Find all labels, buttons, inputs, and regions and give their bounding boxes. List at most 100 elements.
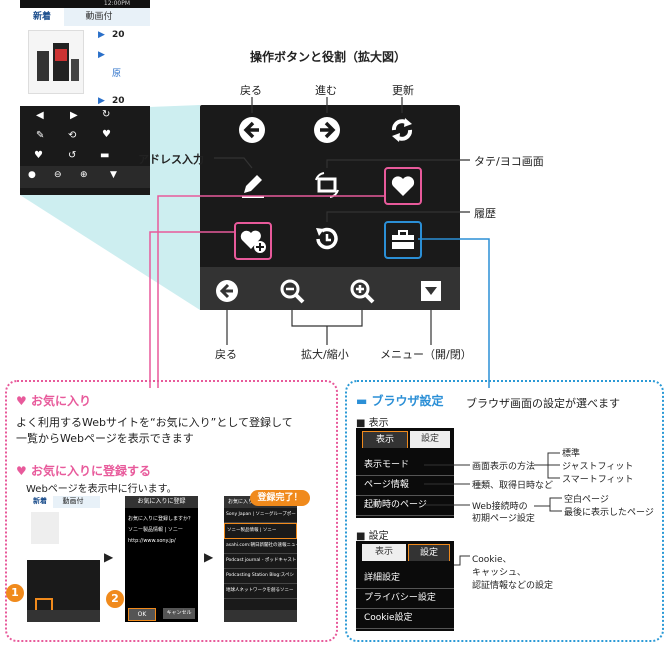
label-menu: メニュー（開/閉） (380, 348, 472, 361)
startup-option-blank: 空白ページ (564, 495, 609, 505)
zoom-in-icon (350, 279, 375, 304)
heart-icon[interactable]: ♥ (102, 129, 111, 140)
favorites-desc-1: よく利用するWebサイトを“お気に入り”として登録して (16, 416, 293, 429)
favorites-heading-text: お気に入り (30, 394, 91, 408)
heart-icon (391, 176, 415, 196)
cookie-settings-item[interactable]: Cookie設定 (356, 609, 454, 629)
heart-plus-icon: ♥ (16, 464, 27, 478)
display-mode-item[interactable]: 表示モード (356, 456, 454, 476)
bottom-bar (224, 610, 297, 622)
zoom-out-icon (280, 279, 305, 304)
complete-badge: 登録完了！ (250, 490, 310, 506)
list-item[interactable]: 地球人ネットワークを創るソニー (224, 584, 297, 599)
back-button[interactable] (235, 113, 269, 147)
menu-icon[interactable]: ▼ (110, 170, 117, 180)
zoom-out-button[interactable] (275, 274, 309, 308)
tab-new[interactable]: 新着 (20, 8, 64, 26)
back-bottom-button[interactable] (210, 274, 244, 308)
display-section-text: 表示 (368, 418, 389, 429)
ok-button[interactable]: OK (128, 608, 156, 621)
small-bottom-bar: ● ⊖ ⊕ ▼ (20, 166, 150, 188)
tab-display[interactable]: 表示 (362, 431, 408, 448)
rotate-icon[interactable]: ⟲ (68, 130, 77, 141)
settings-note-2: キャッシュ、 (472, 568, 526, 578)
step2-badge: 2 (106, 590, 124, 608)
label-refresh: 更新 (392, 84, 414, 97)
settings-section-text: 設定 (368, 531, 389, 542)
tab-settings[interactable]: 設定 (408, 544, 450, 561)
refresh-icon (392, 118, 412, 142)
history-button[interactable] (310, 222, 344, 256)
address-button[interactable] (235, 168, 269, 202)
startup-option-last: 最後に表示したページ (564, 508, 654, 518)
toolbox-icon[interactable]: ▬ (100, 150, 110, 161)
zoom-in-icon[interactable]: ⊕ (80, 170, 88, 180)
dialog-name: ソニー製品情報 | ソニー (128, 527, 183, 533)
browser-settings-panel (345, 380, 664, 642)
list-item[interactable]: asahi.com:朝日新聞社の速報ニュー (224, 539, 297, 554)
menu-button[interactable] (414, 274, 448, 308)
refresh-icon[interactable]: ↻ (102, 109, 111, 120)
list-item[interactable]: Sony Japan | ソニーグループポー (224, 508, 297, 523)
toolbox-icon (392, 230, 414, 249)
thumbnail-image (31, 512, 59, 544)
label-zoom: 拡大/縮小 (301, 348, 349, 361)
back-icon[interactable]: ● (28, 170, 36, 180)
cancel-button[interactable]: キャンセル (163, 608, 195, 619)
history-icon[interactable]: ↺ (68, 150, 77, 161)
add-favorite-button[interactable] (234, 222, 272, 260)
dialog-question: お気に入りに登録しますか？ (128, 516, 194, 522)
refresh-button[interactable] (385, 113, 419, 147)
settings-note-3: 認証情報などの設定 (472, 581, 554, 591)
play-icon[interactable]: ▶ (98, 96, 105, 106)
settings-menu: 表示 設定 詳細設定 プライバシー設定 Cookie設定 (356, 541, 454, 631)
list-item[interactable]: Podcast journal - ポッドキャスト (224, 554, 297, 569)
heart-plus-icon[interactable]: ♥ (34, 150, 43, 161)
heart-icon: ♥ (16, 394, 27, 408)
zoom-in-button[interactable] (345, 274, 379, 308)
browser-settings-sub: ブラウザ画面の設定が選べます (466, 397, 620, 410)
tab-display[interactable]: 表示 (362, 544, 406, 561)
page-info-item[interactable]: ページ情報 (356, 476, 454, 496)
heart-plus-icon (240, 230, 266, 253)
register-heading: ♥ お気に入りに登録する (16, 462, 151, 479)
tab-new: 新着 (27, 496, 53, 508)
tab-video: 動画付 (62, 497, 84, 505)
label-history: 履歴 (474, 207, 496, 220)
tab-settings[interactable]: 設定 (410, 431, 450, 448)
play-icon[interactable]: ▶ (98, 30, 105, 40)
privacy-settings-item[interactable]: プライバシー設定 (356, 589, 454, 609)
menu-icon (421, 281, 441, 301)
startup-page-item[interactable]: 起動時のページ (356, 496, 454, 516)
browser-settings-button[interactable] (384, 221, 422, 259)
settings-note-1: Cookie、 (472, 555, 512, 565)
label-address: アドレス入力 (138, 153, 204, 166)
step1-phone: 新着 動画付 (27, 496, 100, 622)
settings-section-label: ■ 設定 (356, 531, 389, 542)
zoom-out-icon[interactable]: ⊖ (54, 170, 62, 180)
list-item[interactable]: ソニー製品情報 | ソニー (224, 523, 297, 539)
arrow-icon: ▶ (104, 550, 114, 564)
arrow-icon: ▶ (204, 550, 214, 564)
back-icon[interactable]: ◀ (36, 110, 44, 121)
pencil-icon[interactable]: ✎ (36, 130, 45, 141)
bottom-bar (200, 267, 460, 310)
list-item[interactable]: Podcasting Station Blog:スペシ (224, 569, 297, 584)
dialog-title: お気に入りに登録 (125, 496, 198, 508)
tab-video[interactable]: 動画付 (85, 12, 113, 22)
step3-phone: お気に入りリスト Sony Japan | ソニーグループポー ソニー製品情報 … (224, 496, 297, 622)
display-menu: 表示 設定 表示モード ページ情報 起動時のページ (356, 428, 454, 518)
advanced-settings-item[interactable]: 詳細設定 (356, 569, 454, 589)
display-section-label: ■ 表示 (356, 418, 389, 429)
play-icon[interactable]: ▶ (98, 50, 105, 60)
forward-icon[interactable]: ▶ (70, 110, 78, 121)
mode-option-just: ジャストフィット (562, 462, 634, 472)
label-forward: 進む (315, 84, 337, 97)
favorites-button[interactable] (384, 167, 422, 205)
forward-button[interactable] (310, 113, 344, 147)
back-icon (216, 280, 238, 302)
row-text: 20 (112, 96, 125, 106)
orientation-button[interactable] (310, 168, 344, 202)
favorites-panel (5, 380, 338, 642)
